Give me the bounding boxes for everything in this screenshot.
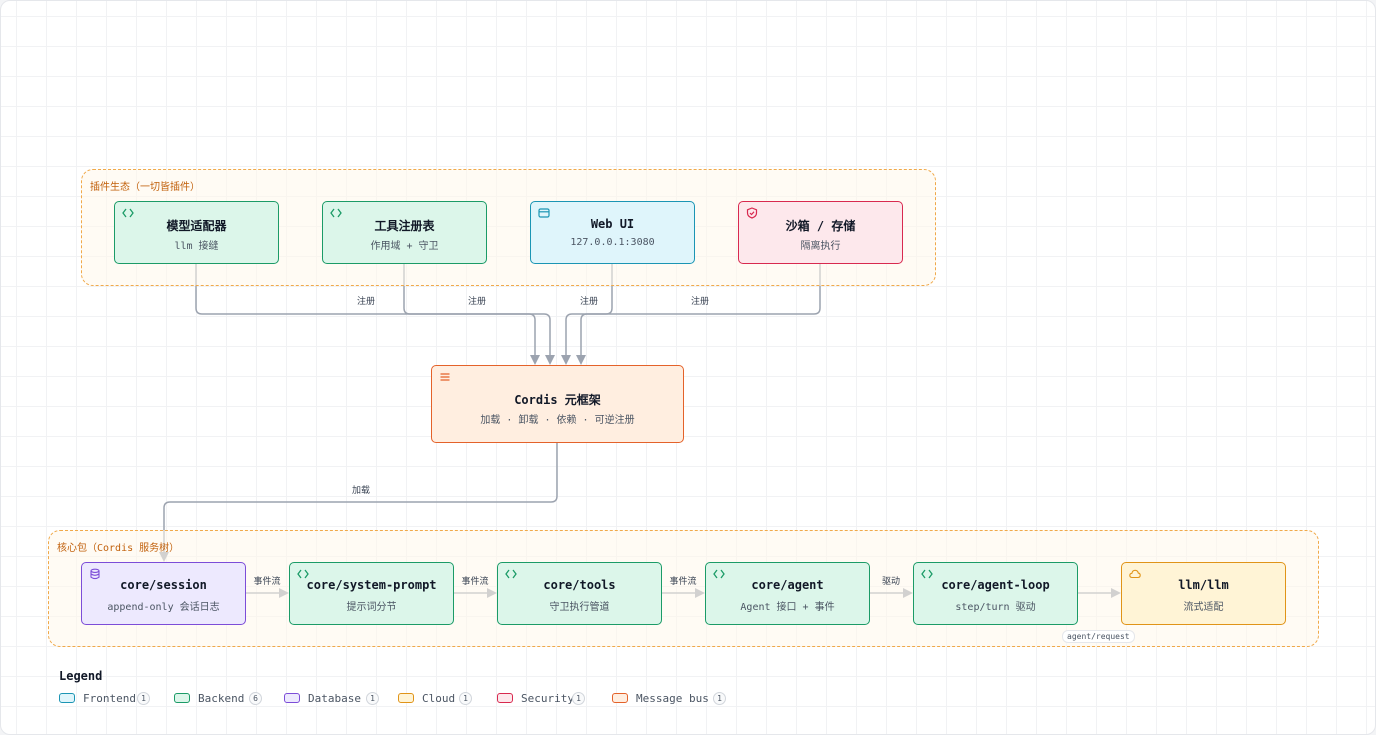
node-core-agent-loop[interactable]: core/agent-loop step/turn 驱动 (913, 562, 1078, 625)
database-icon (90, 568, 100, 580)
legend-label: Database (308, 692, 361, 705)
legend-swatch (398, 693, 414, 703)
legend-title: Legend (59, 669, 103, 683)
legend-count-badge: 1 (572, 692, 585, 705)
node-subtitle: Agent 接口 + 事件 (740, 602, 835, 613)
edge-label-agent-request: agent/request (1062, 630, 1135, 643)
edge-label-drive: 驱动 (881, 577, 901, 587)
node-cordis[interactable]: Cordis 元框架 加载 · 卸载 · 依赖 · 可逆注册 (431, 365, 684, 443)
node-subtitle: 隔离执行 (800, 241, 841, 252)
edge-model-adapter-to-cordis (195, 264, 540, 365)
node-core-tools[interactable]: core/tools 守卫执行管道 (497, 562, 662, 625)
edge-label-register: 注册 (579, 297, 599, 307)
node-title: core/agent (751, 578, 824, 592)
edge-label-event-stream: 事件流 (461, 577, 489, 587)
legend-item-security: Security 1 (497, 692, 592, 706)
legend-count-badge: 6 (249, 692, 262, 705)
edge-label-register: 注册 (356, 297, 376, 307)
node-title: 工具注册表 (374, 219, 435, 233)
core-packages-group: 核心包（Cordis 服务树） (48, 530, 1319, 647)
node-subtitle: 作用域 + 守卫 (370, 241, 439, 252)
legend-item-frontend: Frontend 1 (59, 692, 154, 706)
node-title: 模型适配器 (166, 219, 227, 233)
node-model-adapter[interactable]: 模型适配器 llm 接缝 (114, 201, 279, 264)
node-title: llm/llm (1178, 578, 1229, 592)
legend-count-badge: 1 (137, 692, 150, 705)
edge-tool-registry-to-cordis (403, 264, 555, 365)
legend-swatch (612, 693, 628, 703)
node-web-ui[interactable]: Web UI 127.0.0.1:3080 (530, 201, 695, 264)
node-core-agent[interactable]: core/agent Agent 接口 + 事件 (705, 562, 870, 625)
legend-count-badge: 1 (459, 692, 472, 705)
node-sandbox-storage[interactable]: 沙箱 / 存储 隔离执行 (738, 201, 903, 264)
legend-count-badge: 1 (366, 692, 379, 705)
code-icon (505, 569, 517, 579)
legend-item-database: Database 1 (284, 692, 384, 706)
node-title: 沙箱 / 存储 (785, 219, 856, 233)
node-subtitle: 流式适配 (1183, 602, 1224, 613)
legend-swatch (174, 693, 190, 703)
legend-label: Security (521, 692, 573, 705)
legend-label: Message bus (636, 692, 709, 705)
code-icon (713, 569, 725, 579)
legend-item-cloud: Cloud 1 (398, 692, 478, 706)
code-icon (122, 208, 134, 218)
node-tool-registry[interactable]: 工具注册表 作用域 + 守卫 (322, 201, 487, 264)
edge-sandbox-to-cordis (576, 264, 821, 365)
group-title: 核心包（Cordis 服务树） (57, 543, 180, 554)
node-subtitle: 守卫执行管道 (549, 602, 610, 613)
legend-item-message-bus: Message bus 1 (612, 692, 732, 706)
edge-label-register: 注册 (467, 297, 487, 307)
node-subtitle: append-only 会话日志 (107, 602, 220, 613)
edge-label-event-stream: 事件流 (669, 577, 697, 587)
node-title: core/agent-loop (941, 578, 1050, 592)
edge-label-register: 注册 (690, 297, 710, 307)
legend-label: Cloud (422, 692, 456, 705)
node-title: Cordis 元框架 (514, 393, 601, 407)
browser-window-icon (538, 208, 550, 218)
node-llm-llm[interactable]: llm/llm 流式适配 (1121, 562, 1286, 625)
node-subtitle: step/turn 驱动 (955, 602, 1036, 613)
node-core-system-prompt[interactable]: core/system-prompt 提示词分节 (289, 562, 454, 625)
edge-label-load: 加载 (351, 486, 371, 496)
legend-swatch (497, 693, 513, 703)
legend-label: Backend (198, 692, 245, 705)
code-icon (330, 208, 342, 218)
node-title: Web UI (590, 217, 635, 231)
node-title: core/tools (543, 578, 616, 592)
legend-count-badge: 1 (713, 692, 726, 705)
node-subtitle: 提示词分节 (346, 602, 397, 613)
legend-item-backend: Backend 6 (174, 692, 269, 706)
edge-cordis-to-session (159, 443, 558, 562)
legend-swatch (59, 693, 75, 703)
edge-label-event-stream: 事件流 (253, 577, 281, 587)
menu-lines-icon (440, 373, 450, 381)
node-subtitle: 127.0.0.1:3080 (570, 237, 655, 248)
cloud-icon (1129, 569, 1141, 579)
group-title: 插件生态（一切皆插件） (90, 182, 200, 193)
legend-swatch (284, 693, 300, 703)
code-icon (921, 569, 933, 579)
node-title: core/system-prompt (306, 578, 437, 592)
code-icon (297, 569, 309, 579)
shield-icon (746, 207, 758, 219)
node-subtitle: llm 接缝 (174, 241, 219, 252)
node-title: core/session (120, 578, 207, 592)
legend-label: Frontend (83, 692, 136, 705)
node-subtitle: 加载 · 卸载 · 依赖 · 可逆注册 (480, 415, 635, 426)
node-core-session[interactable]: core/session append-only 会话日志 (81, 562, 246, 625)
